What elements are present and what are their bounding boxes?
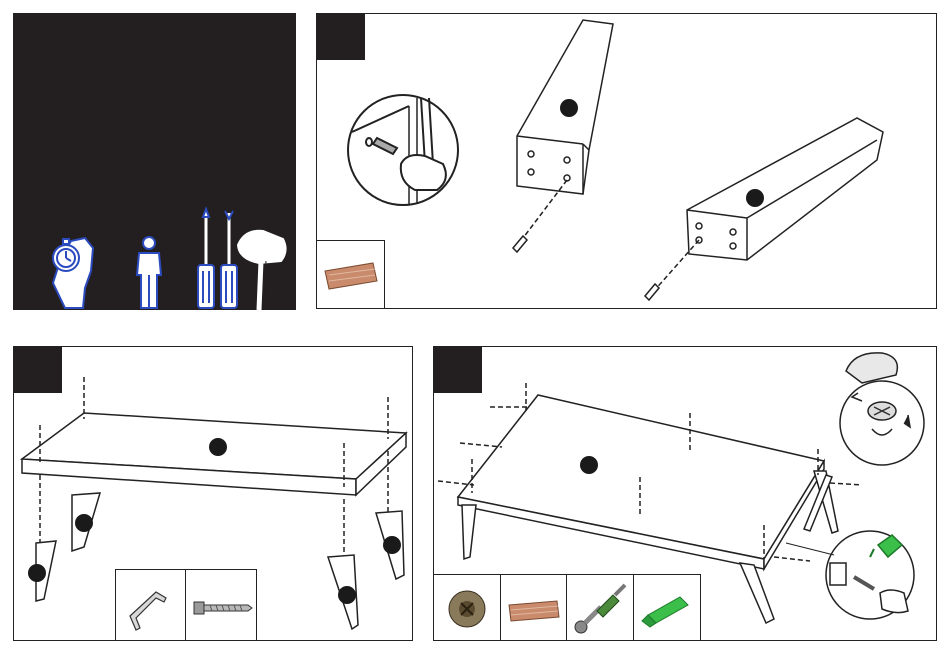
part-label-dot [746,189,764,207]
step-1-parts-box [316,240,385,309]
worker-icon [137,237,161,308]
glue-tube-part [634,575,701,641]
step-1-panel [316,13,937,309]
camlock-detail [840,353,924,465]
wooden-dowel-part [501,575,568,641]
intro-tools-illustration [13,13,296,310]
intro-panel [13,13,296,310]
step-1-illustration [317,14,937,309]
screw-bolt-part [186,570,256,641]
stopwatch-icon [53,238,93,308]
step-2-panel [13,346,413,641]
step-2-parts-box [115,569,257,641]
glue-dowel-detail [786,531,914,619]
step-3-parts-box [433,574,701,641]
screwdriver-phillips-icon [221,211,237,308]
cam-lock-nut-part [434,575,501,641]
leg-lying [645,118,883,300]
cam-bolt-part [567,575,634,641]
dowel-insert-detail [348,95,458,205]
mallet-icon [238,231,286,310]
step-3-panel [433,346,937,641]
wooden-dowel-part [317,241,384,309]
screwdriver-flat-icon [198,209,214,308]
allen-key-part [116,570,186,641]
leg-upright [513,20,613,252]
part-label-dot [560,99,578,117]
